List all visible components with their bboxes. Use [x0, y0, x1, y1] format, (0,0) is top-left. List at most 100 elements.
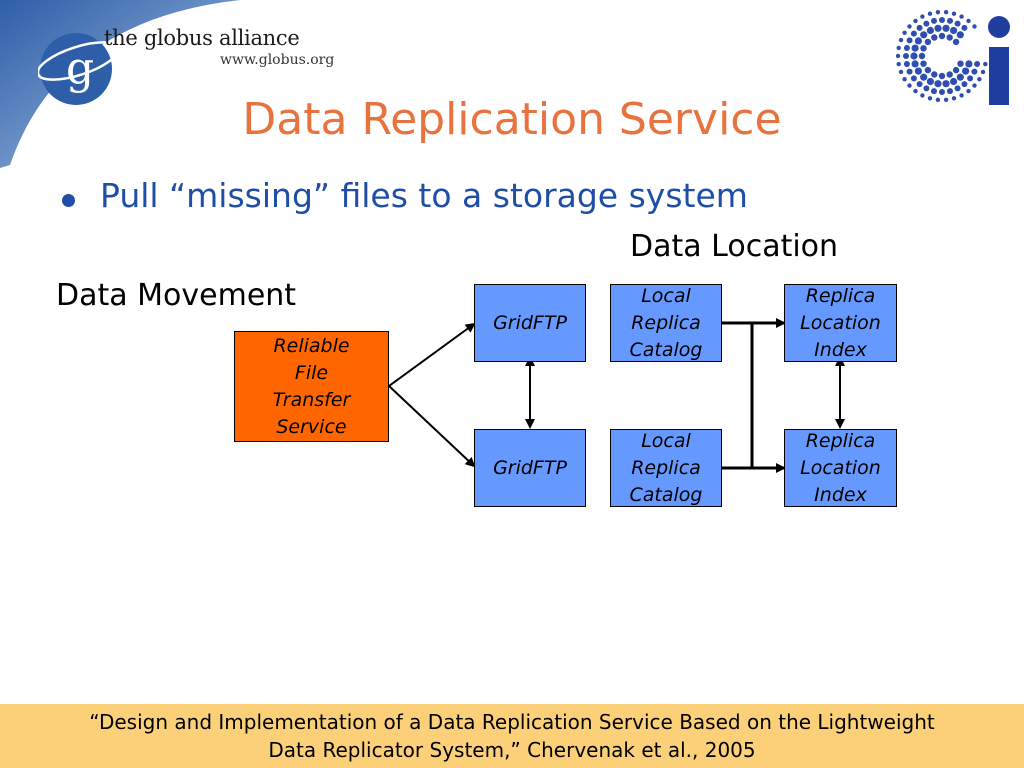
- gi-logo-dot: [967, 75, 974, 82]
- gi-logo-dot: [898, 37, 904, 43]
- rli-top-line: Index: [814, 338, 867, 361]
- reliable-file-transfer-service-node: Reliable File Transfer Service: [234, 331, 389, 442]
- gi-logo-dot: [910, 30, 917, 37]
- citation-line-2: Data Replicator System,” Chervenak et al…: [268, 738, 756, 762]
- gi-logo-dot: [916, 81, 923, 88]
- lrc-top-line: Local: [641, 284, 691, 307]
- arrow-rft-to-gridftp-top: [388, 322, 476, 387]
- gridftp-bottom-label: GridFTP: [493, 456, 567, 479]
- gi-logo-dot: [947, 88, 953, 95]
- gi-logo-dot: [934, 24, 942, 32]
- gi-logo-dot: [980, 69, 986, 75]
- gi-logo-dot: [935, 97, 941, 103]
- gi-logo-dot: [946, 34, 953, 41]
- gi-logo-dot: [954, 85, 961, 92]
- gi-logo-dot: [923, 85, 930, 92]
- gi-logo-dot: [971, 68, 978, 75]
- gi-logo-dot: [938, 72, 946, 80]
- gi-logo-dot: [956, 31, 964, 39]
- lrc-top-line: Catalog: [629, 338, 703, 361]
- gi-logo-dot: [950, 77, 958, 86]
- local-replica-catalog-top-node: Local Replica Catalog: [610, 284, 722, 362]
- gi-logo-dot: [961, 81, 968, 88]
- gi-logo-dot: [907, 83, 912, 88]
- gi-logo-dot: [966, 18, 971, 24]
- rft-line: Service: [276, 415, 347, 438]
- gi-logo-dot: [974, 61, 981, 67]
- gi-logo-dot: [896, 61, 901, 67]
- gi-logo-dot: [942, 24, 950, 32]
- citation-line-1: “Design and Implementation of a Data Rep…: [89, 710, 935, 734]
- gi-logo-dot: [913, 18, 918, 24]
- gi-logo-dot: [920, 93, 925, 98]
- gi-logo-dot: [983, 61, 988, 67]
- gi-logo-dot: [916, 24, 923, 31]
- gi-logo-dot: [914, 37, 922, 45]
- gi-logo-dot: [951, 11, 957, 16]
- replica-location-index-top-node: Replica Location Index: [784, 284, 897, 362]
- gi-logo: [896, 10, 1010, 105]
- globus-logo-letter: g: [66, 43, 94, 94]
- gi-logo-dot: [951, 96, 957, 101]
- gridftp-bottom-node: GridFTP: [474, 429, 586, 507]
- lrc-bottom-line: Local: [641, 429, 691, 452]
- gi-logo-dot: [959, 93, 964, 98]
- gi-logo-dot: [954, 20, 961, 27]
- rli-top-line: Replica: [805, 284, 876, 307]
- gi-logo-dot: [903, 61, 910, 67]
- gi-logo-dot: [942, 80, 950, 88]
- gi-logo-dot: [920, 14, 925, 19]
- gi-logo-dot: [927, 96, 933, 101]
- gi-logo-dot: [914, 67, 922, 75]
- gi-logo-dot: [923, 20, 930, 27]
- arrow-rft-to-gridftp-bottom: [388, 385, 476, 468]
- gi-logo-dot: [952, 66, 960, 74]
- gi-logo-dot: [920, 31, 928, 39]
- gi-logo-dot: [911, 44, 919, 52]
- rli-bottom-line: Location: [800, 456, 881, 479]
- bullet-dot: [62, 194, 75, 207]
- gi-logo-dot: [918, 52, 926, 60]
- org-url: www.globus.org: [220, 52, 335, 68]
- gi-logo-dot: [962, 67, 970, 75]
- globus-logo: g: [38, 33, 120, 105]
- rli-bottom-line: Replica: [805, 429, 876, 452]
- gi-logo-dot: [926, 77, 934, 86]
- gi-logo-dot: [952, 38, 960, 46]
- gi-logo-dot: [950, 26, 958, 35]
- gi-logo-dot: [920, 45, 927, 52]
- gi-logo-dot: [977, 77, 982, 82]
- data-location-label: Data Location: [630, 229, 839, 264]
- gi-logo-dot: [898, 69, 904, 75]
- gridftp-top-label: GridFTP: [493, 311, 567, 334]
- footer-citation: “Design and Implementation of a Data Rep…: [22, 708, 1002, 764]
- gi-logo-dot: [956, 73, 964, 81]
- slide-title: Data Replication Service: [242, 94, 782, 145]
- gi-logo-dot: [946, 71, 953, 78]
- rft-line: File: [294, 361, 329, 384]
- gi-logo-dot: [920, 73, 928, 81]
- org-name: the globus alliance: [104, 26, 300, 50]
- gi-logo-dot: [903, 45, 910, 51]
- gi-logo-dot: [910, 52, 918, 60]
- gi-logo-dot: [896, 53, 901, 59]
- lrc-bottom-line: Catalog: [629, 483, 703, 506]
- gi-logo-dot: [931, 71, 938, 78]
- gi-logo-dot: [931, 88, 937, 95]
- gi-logo-dot: [907, 24, 912, 29]
- gi-logo-dot: [903, 53, 909, 59]
- gi-logo-dot: [924, 38, 932, 46]
- gi-logo-dot: [906, 37, 913, 44]
- gridftp-top-node: GridFTP: [474, 284, 586, 362]
- gi-logo-dot: [926, 26, 934, 35]
- gi-logo-dot: [931, 34, 938, 41]
- replica-location-index-bottom-node: Replica Location Index: [784, 429, 897, 507]
- gi-logo-dot: [939, 17, 945, 23]
- gi-logo-dot: [935, 10, 941, 15]
- gi-logo-dot: [939, 89, 945, 95]
- lrc-top-line: Replica: [631, 311, 701, 334]
- gi-logo-dot: [924, 66, 932, 74]
- gi-logo-dot: [902, 30, 907, 35]
- gi-logo-dot: [965, 60, 973, 68]
